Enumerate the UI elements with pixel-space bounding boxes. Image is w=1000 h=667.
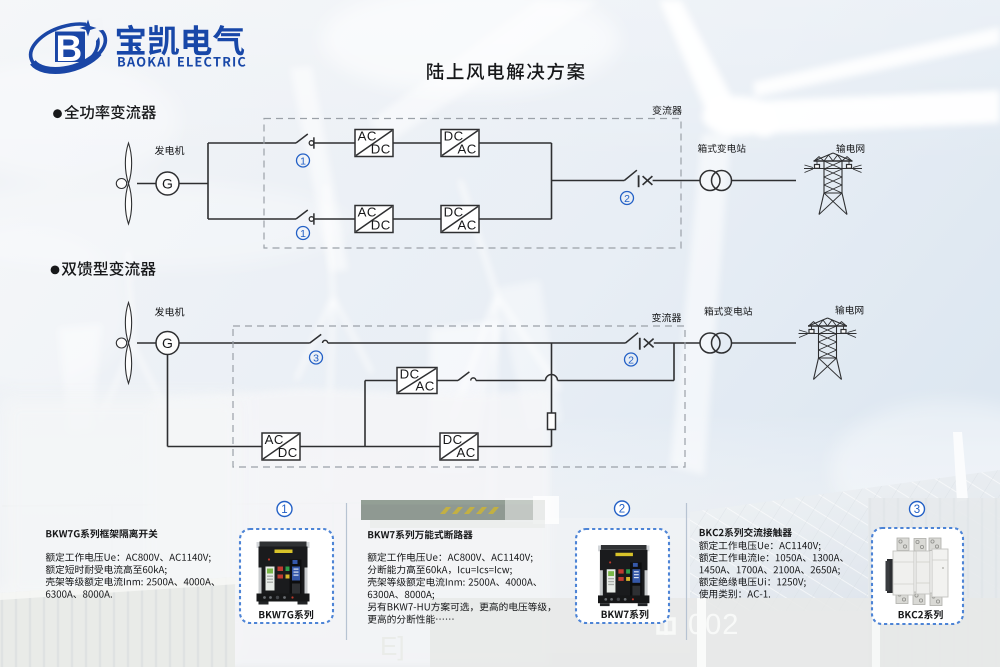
svg-text:AC: AC bbox=[358, 205, 377, 220]
svg-text:2: 2 bbox=[628, 354, 634, 366]
svg-text:1: 1 bbox=[300, 155, 306, 167]
svg-text:B: B bbox=[56, 28, 83, 69]
svg-text:DC: DC bbox=[444, 205, 464, 220]
svg-text:2: 2 bbox=[624, 193, 630, 205]
svg-text:G: G bbox=[162, 176, 173, 192]
svg-text:3: 3 bbox=[914, 504, 920, 516]
svg-text:DC: DC bbox=[278, 445, 298, 460]
svg-text:DC: DC bbox=[444, 129, 464, 144]
svg-text:AC: AC bbox=[457, 218, 476, 233]
svg-text:2: 2 bbox=[619, 504, 625, 516]
svg-text:E]: E] bbox=[380, 631, 405, 661]
svg-text:AC: AC bbox=[415, 379, 434, 394]
svg-text:G: G bbox=[162, 335, 173, 351]
svg-text:DC: DC bbox=[443, 432, 463, 447]
svg-text:DC: DC bbox=[400, 367, 420, 382]
svg-text:DC: DC bbox=[371, 218, 391, 233]
svg-text:002: 002 bbox=[688, 609, 739, 641]
svg-text:AC: AC bbox=[358, 129, 377, 144]
svg-text:AC: AC bbox=[456, 445, 475, 460]
svg-text:DC: DC bbox=[371, 142, 391, 157]
svg-text:1: 1 bbox=[300, 228, 306, 240]
svg-text:3: 3 bbox=[313, 352, 319, 364]
svg-text:1: 1 bbox=[281, 504, 287, 516]
svg-text:AC: AC bbox=[457, 142, 476, 157]
svg-text:AC: AC bbox=[265, 432, 284, 447]
